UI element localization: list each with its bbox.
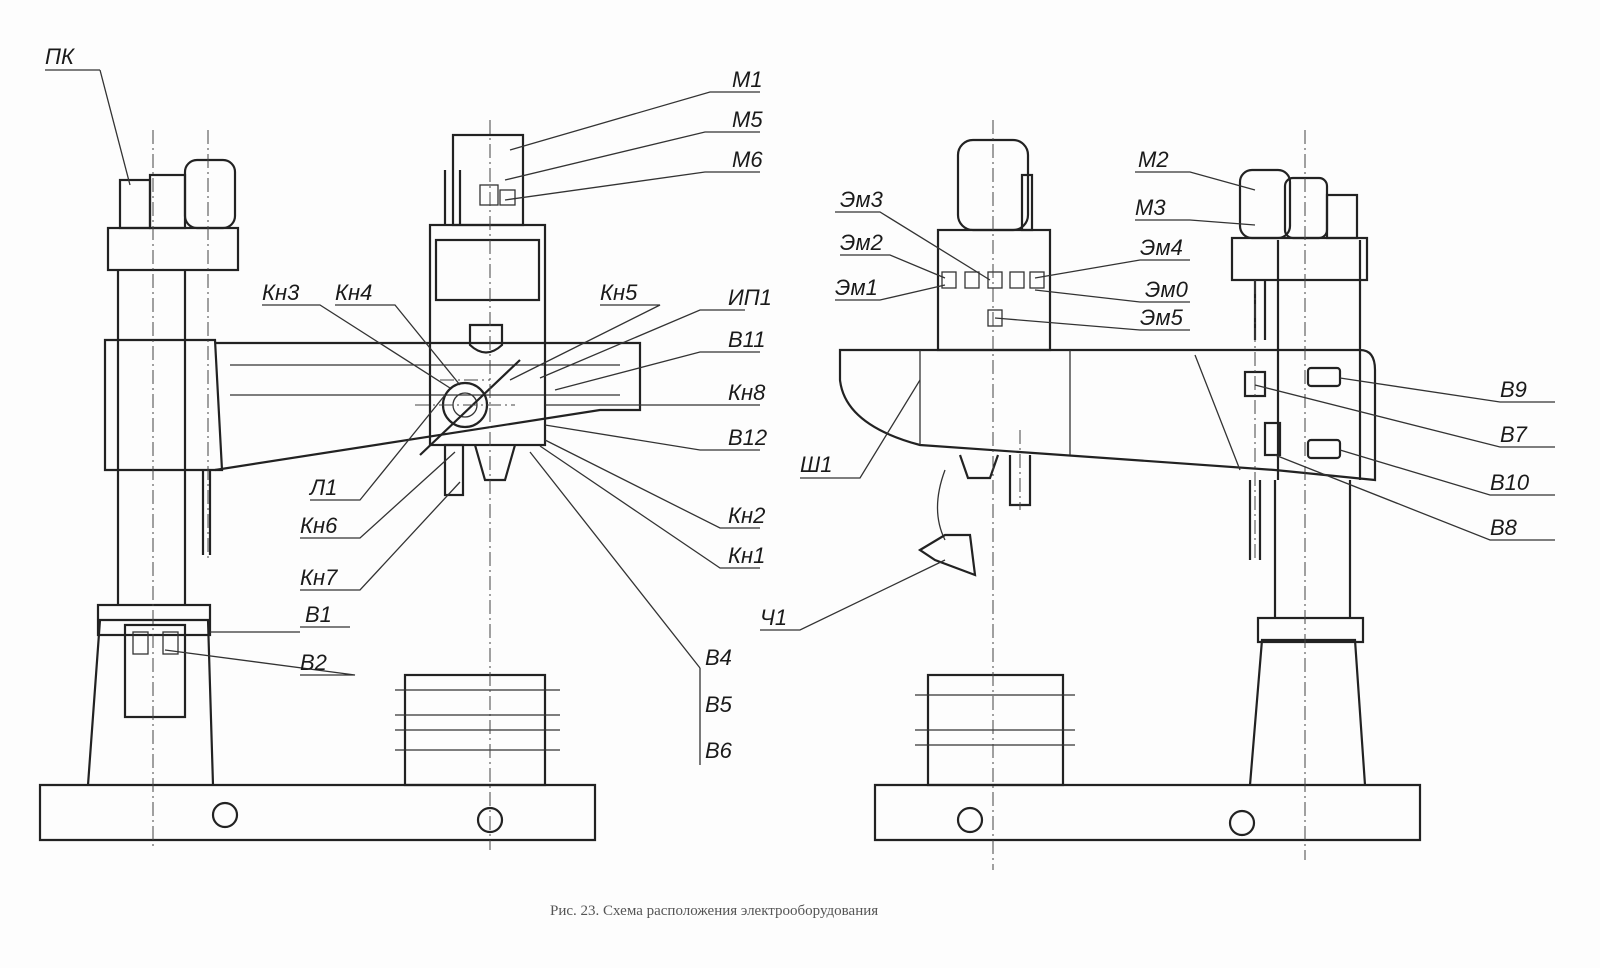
label-m5: М5: [732, 107, 763, 132]
left-labels: ПК М1 М5 М6 Кн3 Кн4 Кн5 ИП1 В11 Кн8 В12 …: [45, 44, 772, 763]
label-kn6: Кн6: [300, 513, 338, 538]
label-em4: Эм4: [1140, 235, 1183, 260]
label-kn7: Кн7: [300, 565, 338, 590]
label-m1: М1: [732, 67, 763, 92]
label-v11: В11: [728, 327, 766, 352]
label-ip1: ИП1: [728, 285, 772, 310]
label-v8: В8: [1490, 515, 1518, 540]
label-m2: М2: [1138, 147, 1169, 172]
label-kn1: Кн1: [728, 543, 765, 568]
label-sh1: Ш1: [800, 452, 832, 477]
label-m6: М6: [732, 147, 763, 172]
label-ch1: Ч1: [760, 605, 787, 630]
right-machine-view: [838, 120, 1422, 870]
label-m3: М3: [1135, 195, 1166, 220]
label-em0: Эм0: [1145, 277, 1189, 302]
label-em1: Эм1: [835, 275, 878, 300]
label-v5: В5: [705, 692, 733, 717]
label-v6: В6: [705, 738, 733, 763]
label-kn2: Кн2: [728, 503, 765, 528]
label-v4: В4: [705, 645, 732, 670]
label-v1: В1: [305, 602, 332, 627]
label-em3: Эм3: [840, 187, 884, 212]
label-l1: Л1: [308, 475, 337, 500]
label-kn4: Кн4: [335, 280, 372, 305]
right-labels: Эм3 Эм2 Эм1 Эм4 Эм0 Эм5 М2 М3 В9 В7 В10 …: [760, 147, 1530, 630]
figure-caption: Рис. 23. Схема расположения электрообору…: [550, 903, 878, 919]
label-pk: ПК: [45, 44, 75, 69]
leader-lines: [45, 69, 1555, 765]
label-v9: В9: [1500, 377, 1527, 402]
left-machine-view: [38, 120, 642, 850]
label-v2: В2: [300, 650, 327, 675]
label-v10: В10: [1490, 470, 1530, 495]
label-kn8: Кн8: [728, 380, 766, 405]
label-em2: Эм2: [840, 230, 883, 255]
label-v7: В7: [1500, 422, 1528, 447]
label-v12: В12: [728, 425, 767, 450]
label-kn5: Кн5: [600, 280, 638, 305]
label-em5: Эм5: [1140, 305, 1184, 330]
label-kn3: Кн3: [262, 280, 300, 305]
